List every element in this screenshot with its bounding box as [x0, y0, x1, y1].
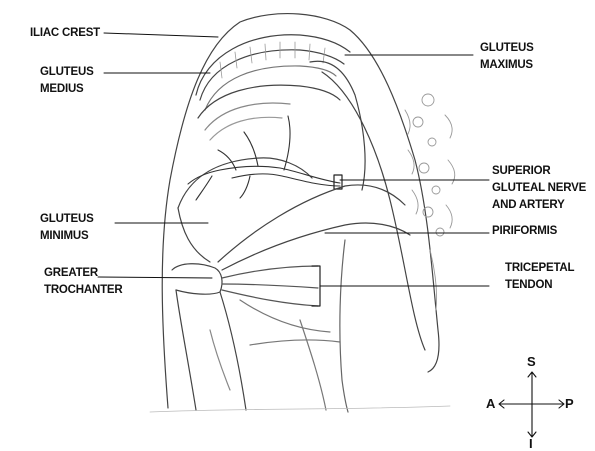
- label-gluteus-maximus-line2: MAXIMUS: [480, 57, 534, 74]
- label-iliac-crest-text: ILIAC CREST: [30, 25, 100, 42]
- deep-muscle-3: [210, 330, 230, 390]
- orientation-compass: [499, 372, 564, 437]
- label-tricepetal-tendon-line2: TENDON: [505, 277, 574, 294]
- gluteus-minimus-outline: [178, 158, 312, 208]
- label-iliac-crest: ILIAC CREST: [30, 25, 100, 42]
- label-gluteus-minimus-line2: MINIMUS: [40, 228, 94, 245]
- gluteus-medius-fold: [205, 103, 290, 130]
- label-gluteus-maximus-line1: GLUTEUS: [480, 40, 534, 57]
- leader-iliac-crest: [104, 33, 218, 37]
- compass-anterior: A: [486, 396, 495, 411]
- greater-trochanter-outline: [172, 264, 222, 294]
- deep-muscle-2: [250, 340, 340, 345]
- label-piriformis: PIRIFORMIS: [492, 223, 557, 240]
- tendon-bracket: [312, 266, 320, 306]
- deep-muscle-1: [240, 300, 330, 332]
- sciatic-path: [340, 240, 348, 412]
- label-tricepetal-tendon-line1: TRICEPETAL: [505, 260, 574, 277]
- tricepetal-tendon-lines: [222, 266, 318, 306]
- label-gluteus-minimus: GLUTEUS MINIMUS: [40, 211, 94, 245]
- gluteus-minimus-lower: [178, 208, 210, 262]
- label-tricepetal-tendon: TRICEPETAL TENDON: [505, 260, 574, 294]
- label-superior-gluteal-nerve-artery: SUPERIOR GLUTEAL NERVE AND ARTERY: [492, 163, 586, 214]
- compass-superior: S: [527, 354, 536, 369]
- gluteus-medius-fold-2: [210, 117, 282, 140]
- compass-inferior: I: [529, 436, 533, 451]
- gluteus-maximus-edge: [310, 61, 365, 190]
- label-superior-gluteal-line2: GLUTEAL NERVE: [492, 180, 586, 197]
- femur-shaft-anterior: [176, 290, 196, 410]
- label-superior-gluteal-line3: AND ARTERY: [492, 197, 586, 214]
- gluteus-medius-outline: [198, 85, 340, 118]
- label-gluteus-maximus: GLUTEUS MAXIMUS: [480, 40, 534, 74]
- piriformis-lower: [222, 223, 410, 270]
- label-gluteus-minimus-line1: GLUTEUS: [40, 211, 94, 228]
- iliac-crest-outer: [196, 35, 350, 95]
- label-piriformis-text: PIRIFORMIS: [492, 223, 557, 240]
- femur-shaft-posterior: [220, 292, 246, 410]
- label-greater-trochanter-line1: GREATER: [44, 265, 123, 282]
- sacrum-texture: [405, 94, 455, 310]
- label-greater-trochanter: GREATER TROCHANTER: [44, 265, 123, 299]
- label-greater-trochanter-line2: TROCHANTER: [44, 282, 123, 299]
- label-gluteus-medius-line2: MEDIUS: [40, 81, 94, 98]
- label-superior-gluteal-line1: SUPERIOR: [492, 163, 586, 180]
- posterior-contour: [322, 72, 425, 350]
- hamstring-origin: [300, 320, 326, 410]
- label-gluteus-medius: GLUTEUS MEDIUS: [40, 64, 94, 98]
- label-gluteus-medius-line1: GLUTEUS: [40, 64, 94, 81]
- compass-posterior: P: [565, 396, 574, 411]
